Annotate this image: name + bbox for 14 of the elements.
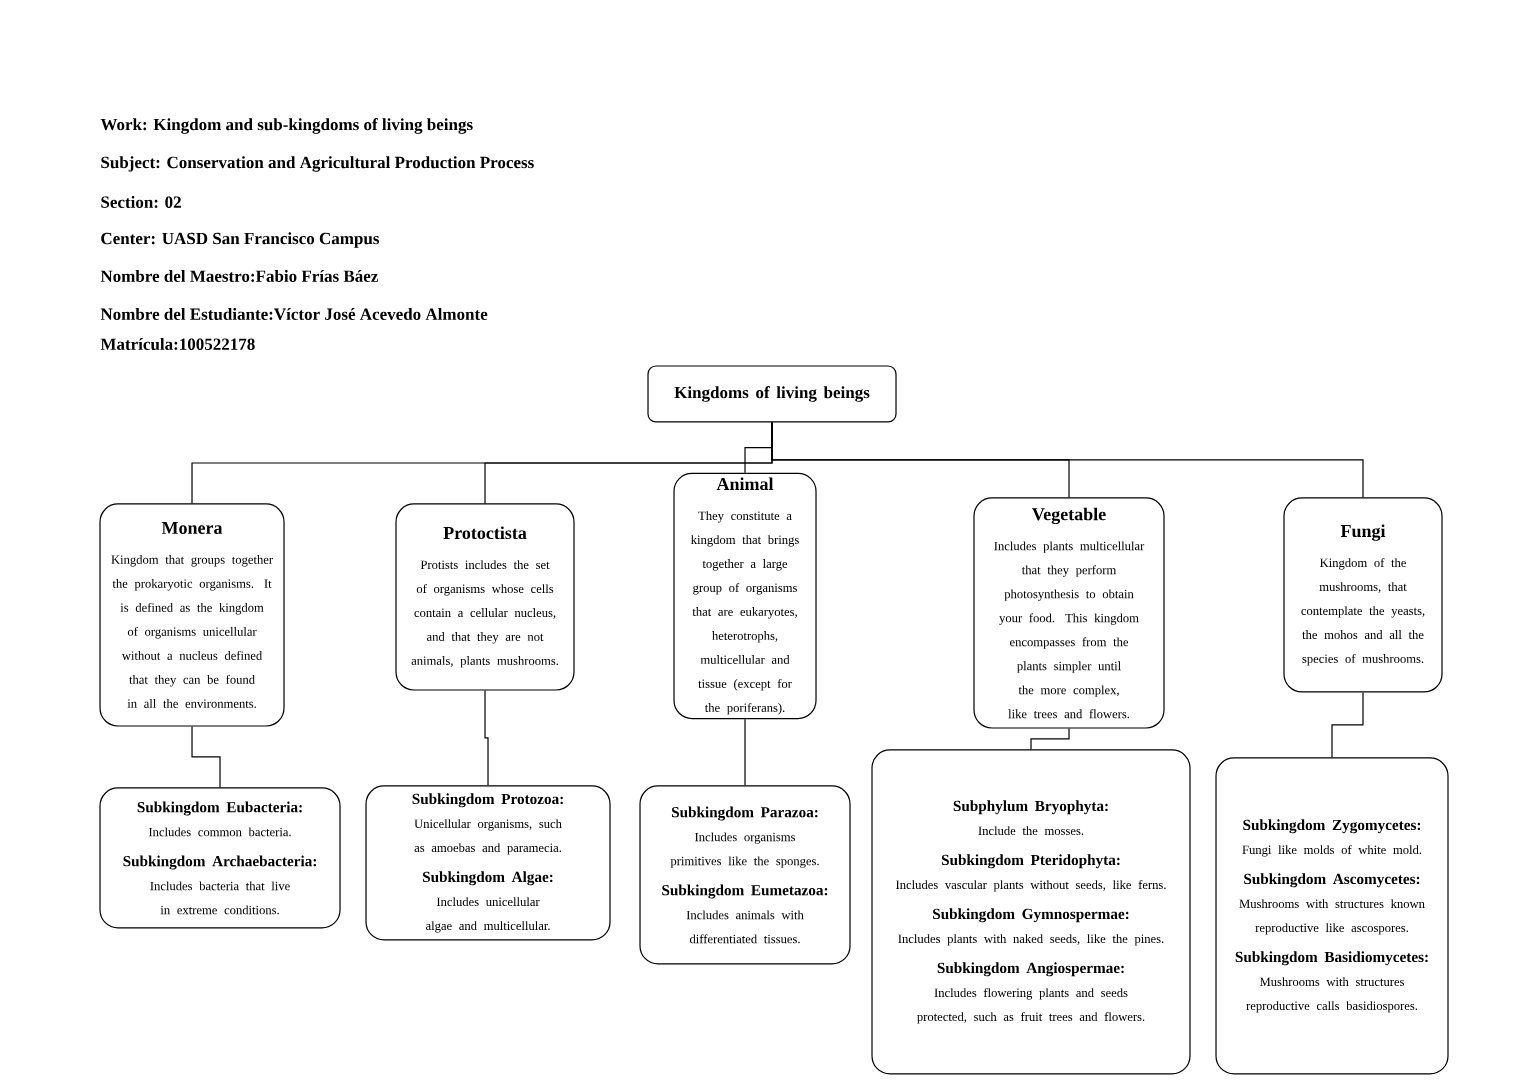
connector-line xyxy=(1030,727,1070,750)
header-text: Work: Kingdom and sub-kingdoms of living beings xyxy=(100,118,473,134)
connector-line xyxy=(771,421,1364,498)
header-text: Subject: Conservation and Agricultural Production Process xyxy=(101,156,534,172)
header-text: Nombre del Maestro:Fabio Frías Báez xyxy=(100,269,378,282)
connector-line xyxy=(1331,691,1364,758)
header-text: Nombre del Estudiante:Víctor José Acevedo Almonte xyxy=(100,307,488,320)
root-box: Kingdoms of living beings xyxy=(647,365,897,423)
header-text: Center: UASD San Francisco Campus xyxy=(101,232,380,248)
header-text: Matrícula:100522178 xyxy=(100,337,255,350)
connector-line xyxy=(744,718,746,786)
connector-line xyxy=(191,725,221,788)
connector-line xyxy=(484,689,489,786)
header-text: Section: 02 xyxy=(101,195,181,208)
